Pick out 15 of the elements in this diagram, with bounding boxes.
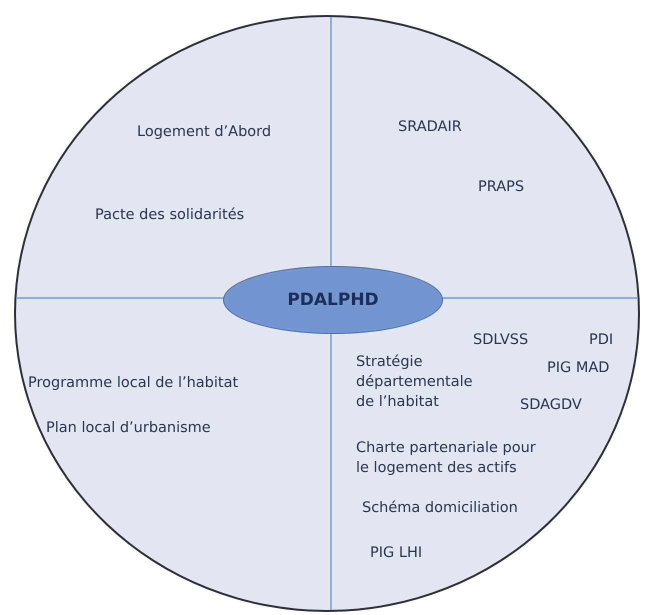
- plan-label: PIG LHI: [370, 544, 422, 563]
- plan-label: PRAPS: [478, 178, 524, 197]
- plan-label: Logement d’Abord: [137, 123, 272, 142]
- plan-label: Stratégie départementale de l’habitat: [356, 353, 474, 412]
- plan-label: Programme local de l’habitat: [28, 374, 238, 393]
- plan-label: PIG MAD: [547, 359, 610, 378]
- plan-label: SDLVSS: [473, 331, 528, 350]
- plan-label: Schéma domiciliation: [362, 499, 518, 518]
- plan-label: SRADAIR: [398, 118, 462, 137]
- plan-label: Plan local d’urbanisme: [46, 419, 211, 438]
- plan-label: SDAGDV: [520, 396, 582, 415]
- plan-label: Charte partenariale pour le logement des actifs: [356, 439, 537, 478]
- plan-label: PDI: [589, 331, 614, 350]
- plan-label: Pacte des solidarités: [95, 206, 244, 225]
- center-ellipse: PDALPHD: [223, 266, 443, 334]
